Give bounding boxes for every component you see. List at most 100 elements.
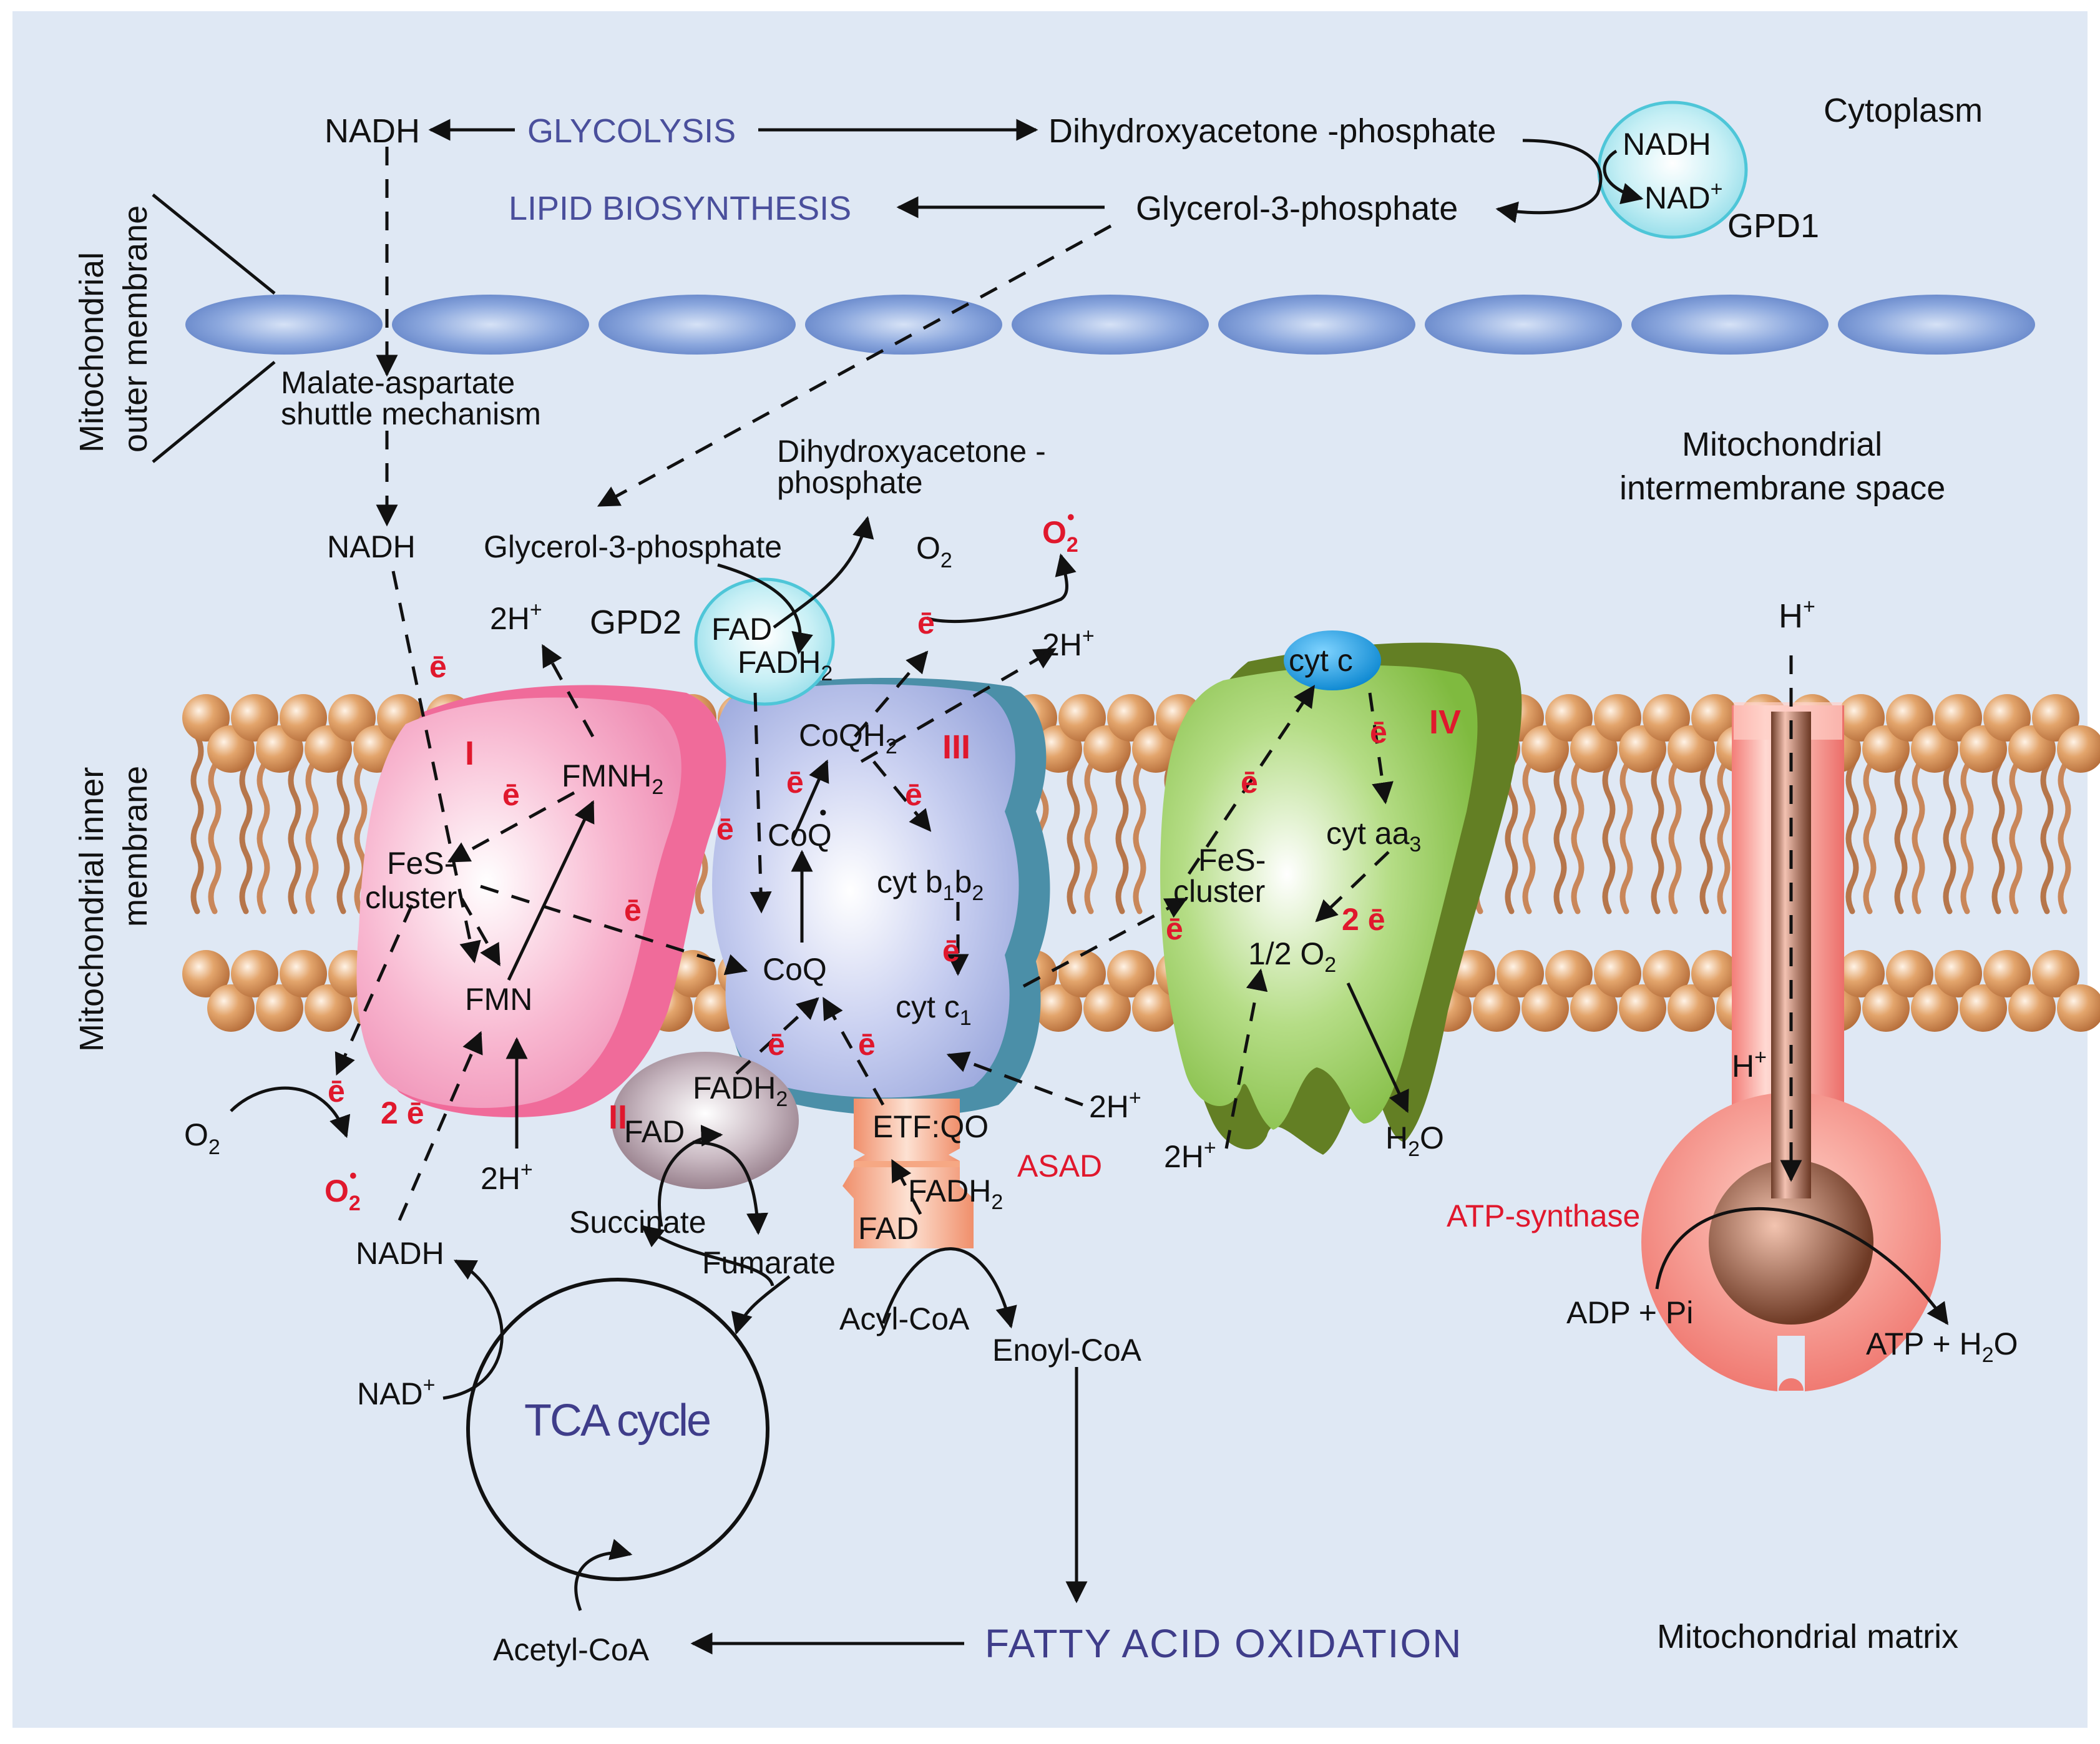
electron-symbol: ē: [624, 893, 642, 928]
electron-symbol: ē: [905, 777, 922, 812]
shuttle-line1: Malate-aspartate: [281, 365, 515, 400]
half-o2: 1/2 O2: [1248, 936, 1336, 977]
two-h-plus-complex-i: 2H+: [490, 598, 542, 636]
lipid-head: [1545, 950, 1593, 997]
fmnh2: FMNH2: [562, 758, 663, 799]
tca-cycle-label: TCA cycle: [524, 1396, 710, 1446]
lipid-head: [1983, 950, 2031, 997]
electron-symbol: ē: [502, 777, 520, 812]
glycerol-3-phosphate-ims: Glycerol-3-phosphate: [484, 529, 782, 564]
gpd2-label: GPD2: [590, 604, 681, 641]
complex-ii-numeral: II: [608, 1099, 627, 1136]
cyt-c: cyt c: [1289, 643, 1353, 678]
arrows: [152, 119, 1949, 1655]
intermembrane-space-label-1: Mitochondrial: [1682, 426, 1882, 463]
glycerol-3-phosphate-cytoplasm: Glycerol-3-phosphate: [1136, 190, 1458, 227]
lipid-head: [280, 950, 327, 997]
lipid-head: [1960, 984, 2007, 1032]
lipid-head: [1911, 984, 1958, 1032]
atp-h2o: ATP + H2O: [1866, 1326, 2018, 1367]
outer-membrane-segment: [185, 295, 383, 355]
two-h-plus-matrix: 2H+: [481, 1158, 533, 1196]
intermembrane-space-label-2: intermembrane space: [1619, 469, 1945, 507]
outer-membrane-segment: [392, 295, 589, 355]
adp-pi: ADP + Pi: [1566, 1295, 1693, 1330]
outer-membrane-segment: [1425, 295, 1622, 355]
outer-membrane-label-line2: outer membrane: [117, 205, 154, 453]
gpd2-fad: FAD: [711, 612, 772, 647]
shuttle-line2: shuttle mechanism: [281, 396, 541, 431]
lipid-head: [2008, 984, 2056, 1032]
outer-membrane: [185, 295, 2035, 355]
electron-symbol: ē: [917, 605, 935, 640]
lipid-head: [207, 984, 255, 1032]
inner-membrane-label-line2: membrane: [117, 766, 154, 927]
lipid-head: [1668, 984, 1715, 1032]
electron-symbol: ē: [858, 1027, 876, 1062]
lipid-head: [669, 950, 716, 997]
lipid-head: [1083, 984, 1131, 1032]
lipid-head: [2032, 950, 2079, 997]
outer-membrane-segment: [1631, 295, 1829, 355]
h-plus-top: H+: [1779, 595, 1815, 635]
etf-fadh2: FADH2: [908, 1173, 1003, 1214]
matrix-label: Mitochondrial matrix: [1657, 1618, 1958, 1655]
lipid-head: [1886, 950, 1933, 997]
lipid-tail: [190, 733, 204, 914]
lipid-head: [1497, 950, 1544, 997]
o2-matrix: O2: [184, 1117, 220, 1159]
fes-cluster-iv-1: FeS-: [1198, 843, 1266, 878]
electron-symbol: ē: [1241, 765, 1258, 800]
gpd1-enzyme: [1597, 100, 1748, 239]
lipid-head: [1837, 950, 1885, 997]
electron-symbol: ē: [716, 811, 734, 846]
electron-symbol: ē: [786, 765, 804, 800]
o2-ims: O2: [916, 531, 952, 572]
coq: CoQ: [763, 952, 827, 987]
lipid-biosynthesis-label: LIPID BIOSYNTHESIS: [509, 190, 851, 227]
h-plus-mid: H+: [1732, 1046, 1767, 1084]
lipid-head: [256, 984, 303, 1032]
lipid-head: [1035, 984, 1082, 1032]
acetyl-coa: Acetyl-CoA: [493, 1632, 650, 1667]
acyl-coa: Acyl-CoA: [839, 1301, 970, 1336]
complex-i-numeral: I: [465, 735, 474, 772]
outer-membrane-segment: [1838, 295, 2035, 355]
fes-cluster-iv-2: cluster: [1173, 874, 1265, 909]
water-iv: H2O: [1385, 1120, 1444, 1161]
complex-ii-fad: FAD: [624, 1114, 685, 1149]
lipid-head: [1058, 950, 1106, 997]
lipid-head: [1570, 984, 1618, 1032]
gpd1-label: GPD1: [1727, 207, 1819, 245]
succinate: Succinate: [569, 1205, 706, 1240]
electron-symbol: ē: [328, 1074, 345, 1109]
outer-membrane-segment: [598, 295, 796, 355]
lipid-head: [182, 950, 230, 997]
lipid-head: [1619, 984, 1666, 1032]
complex-iii-numeral: III: [942, 728, 970, 766]
nadh-intermembrane: NADH: [327, 529, 416, 564]
inner-membrane-label-line1: Mitochondrial inner: [73, 767, 110, 1052]
two-electrons-iv: 2 ē: [1342, 902, 1385, 937]
nadh-matrix: NADH: [356, 1236, 444, 1271]
electron-symbol: ē: [1166, 911, 1183, 946]
gpd1-nadh: NADH: [1623, 127, 1711, 162]
lipid-head: [1935, 950, 1982, 997]
lipid-head: [1862, 984, 1910, 1032]
fmn: FMN: [465, 982, 532, 1017]
fes-cluster-i-2: cluster: [365, 880, 457, 915]
glycolysis-label: GLYCOLYSIS: [527, 112, 736, 150]
lipid-head: [2057, 984, 2100, 1032]
fatty-acid-oxidation-label: FATTY ACID OXIDATION: [985, 1621, 1462, 1666]
dhap-ims-1: Dihydroxyacetone -: [777, 434, 1046, 469]
two-electrons-i: 2 ē: [381, 1095, 424, 1130]
lipid-head: [1643, 950, 1690, 997]
coqh2: CoQH2: [799, 718, 897, 758]
lipid-head: [1594, 950, 1641, 997]
gpd2-fadh2: FADH2: [738, 645, 833, 685]
superoxide-ims: O2•: [1042, 506, 1078, 557]
outer-membrane-segment: [1012, 295, 1209, 355]
lipid-head: [305, 984, 352, 1032]
